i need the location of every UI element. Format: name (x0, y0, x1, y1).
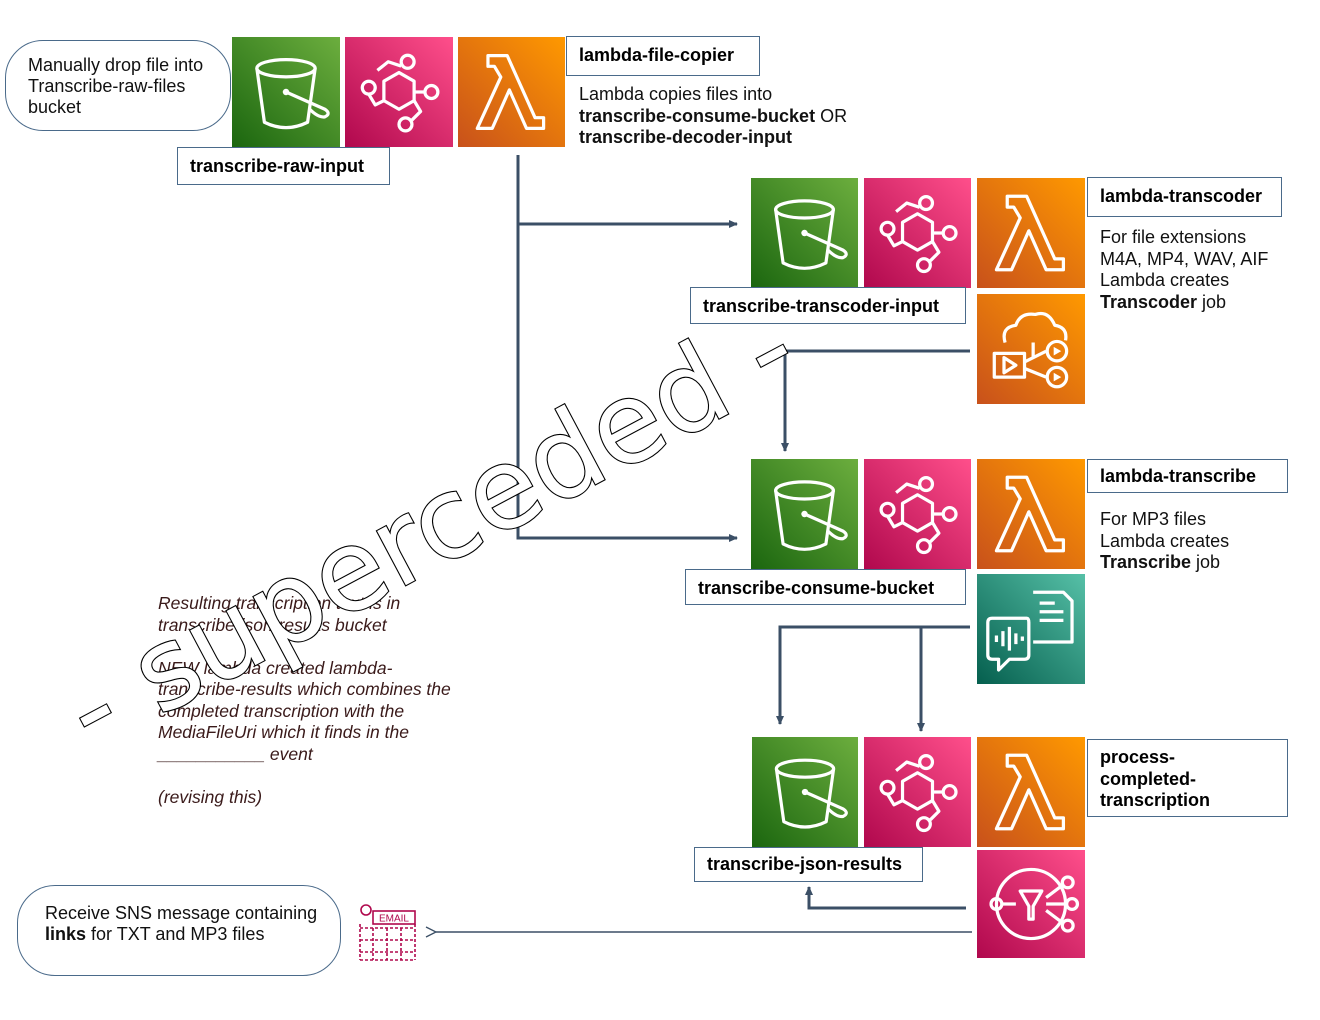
sns-receive-links: links (45, 924, 87, 944)
lambda-label-completed: process- completed- transcription (1087, 739, 1288, 817)
arrow-copier-to-transcoder-input (516, 155, 738, 228)
lambda-icon (977, 459, 1085, 569)
transcoder-lambda-tile (977, 178, 1085, 288)
file-copier-desc-or: OR (815, 105, 848, 126)
note-line-4: NEW lambda created lambda- (158, 657, 393, 678)
transcribe-icon (977, 574, 1085, 684)
elemental-mediaconvert-icon (977, 294, 1085, 404)
note-line-8: ___________ event (158, 743, 313, 764)
transcribe-desc-2: Lambda creates (1100, 530, 1230, 551)
lambda-label-file-copier: lambda-file-copier (566, 36, 760, 76)
manual-drop-pill: Manually drop file into Transcribe-raw-f… (5, 40, 231, 131)
arrow-copier-to-consume-bucket (516, 224, 738, 542)
sns-receive-line-1: Receive SNS message containing (45, 903, 318, 923)
raw-input-s3-tile (232, 37, 340, 147)
s3-bucket-icon (232, 37, 340, 147)
completed-name-3: transcription (1100, 790, 1211, 810)
s3-bucket-icon (751, 178, 858, 288)
completed-name-1: process- (1100, 747, 1176, 767)
eventbridge-icon (864, 459, 971, 569)
consume-bucket-s3-tile (751, 459, 858, 569)
mediaconvert-tile (977, 294, 1085, 404)
completed-eventbridge-tile (864, 737, 971, 847)
lambda-label-transcribe: lambda-transcribe (1087, 459, 1288, 493)
transcoder-eventbridge-tile (864, 178, 971, 288)
eventbridge-icon (864, 178, 971, 288)
sns-receive-pill: Receive SNS message containing links for… (17, 885, 341, 976)
note-line-9 (158, 765, 451, 787)
eventbridge-icon (864, 737, 971, 847)
transcoder-desc-3: Lambda creates (1100, 270, 1230, 290)
email-icon-label: EMAIL (379, 914, 409, 925)
bucket-label-raw: transcribe-raw-input (177, 147, 390, 185)
file-copier-desc-decoder: transcribe-decoder-input (579, 127, 793, 147)
json-results-s3-tile (752, 737, 858, 847)
completed-name-2: completed- (1100, 768, 1197, 789)
lambda-label-transcoder: lambda-transcoder (1087, 177, 1282, 217)
transcoder-desc-2: M4A, MP4, WAV, AIF (1100, 248, 1269, 269)
manual-drop-line-2: Transcribe-raw-files (28, 76, 186, 96)
sns-icon (977, 850, 1085, 958)
lambda-icon (458, 37, 565, 147)
transcoder-input-s3-tile (751, 178, 858, 288)
s3-bucket-icon (751, 459, 858, 569)
note-line-7: MediaFileUri which it finds in the (158, 722, 409, 742)
transcribe-desc-job: job (1191, 552, 1221, 572)
bucket-label-transcoder: transcribe-transcoder-input (690, 287, 966, 324)
transcribe-desc-bold: Transcribe (1100, 552, 1192, 572)
note-line-6: completed transcription with the (158, 700, 405, 721)
lambda-icon (977, 737, 1085, 847)
raw-input-eventbridge-tile (345, 37, 453, 147)
sns-receive-tail: for TXT and MP3 files (86, 924, 265, 944)
manual-drop-line-3: bucket (28, 97, 82, 117)
file-copier-description: Lambda copies files into transcribe-cons… (579, 84, 847, 149)
transcoder-desc-1: For file extensions (1100, 227, 1247, 247)
transcribe-eventbridge-tile (864, 459, 971, 569)
transcribe-desc-1: For MP3 files (1100, 509, 1207, 529)
transcribe-description: For MP3 files Lambda creates Transcribe … (1100, 509, 1229, 574)
transcoder-description: For file extensions M4A, MP4, WAV, AIF L… (1100, 227, 1268, 313)
note-line-3 (158, 636, 451, 658)
manual-drop-line-1: Manually drop file into (28, 55, 204, 75)
transcoder-desc-bold: Transcoder (1100, 291, 1198, 312)
file-copier-desc-1: Lambda copies files into (579, 84, 773, 104)
note-line-1: Resulting transcription text is in (158, 593, 401, 613)
transcribe-service-tile (977, 574, 1085, 684)
note-line-5: transcribe-results which combines the (158, 679, 451, 699)
note-line-10: (revising this) (158, 786, 263, 807)
completed-lambda-tile (977, 737, 1085, 847)
transcoder-desc-job: job (1197, 291, 1227, 312)
sns-tile (977, 850, 1085, 958)
email-icon: EMAIL (359, 904, 416, 961)
arrow-transcribe-to-json-results-a (776, 625, 970, 725)
file-copier-lambda-tile (458, 37, 565, 147)
bucket-label-json: transcribe-json-results (694, 847, 923, 882)
arrow-mediaconvert-to-consume-bucket (781, 349, 970, 452)
arrow-sns-to-json-results (805, 886, 966, 910)
s3-bucket-icon (752, 737, 858, 847)
bucket-label-consume: transcribe-consume-bucket (685, 569, 966, 605)
lambda-icon (977, 178, 1085, 288)
results-note: Resulting transcription text is in trans… (158, 593, 451, 808)
transcribe-lambda-tile (977, 459, 1085, 569)
file-copier-desc-consume: transcribe-consume-bucket (579, 105, 816, 126)
note-line-2: transcribe-json-results bucket (158, 614, 387, 635)
eventbridge-icon (345, 37, 453, 147)
